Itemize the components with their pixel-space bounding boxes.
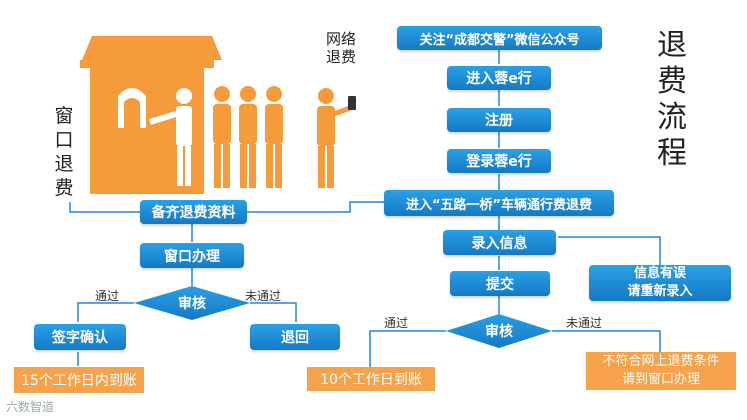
sign-confirm-step: 签字确认 — [34, 324, 126, 350]
counter-pass-label: 通过 — [95, 289, 120, 303]
info-error-line1: 信息有误 — [633, 266, 686, 281]
nonconform-line2: 请到窗口办理 — [621, 372, 700, 387]
online-review-label: 审核 — [485, 324, 513, 340]
submit-step: 提交 — [450, 271, 550, 296]
refund-window-illustration — [80, 36, 356, 194]
prepare-docs-step: 备齐退费资料 — [140, 200, 247, 224]
counter-fail-label: 未通过 — [245, 289, 282, 303]
flowchart-title: 退费流程 — [657, 28, 687, 171]
online-pass-label: 通过 — [384, 316, 409, 330]
nonconform-step: 不符合网上退费条件 请到窗口办理 — [586, 352, 736, 390]
login-step: 登录蓉e行 — [447, 149, 551, 173]
window-refund-label: 窗口退费 — [54, 105, 74, 199]
watermark: 六数智道 — [6, 400, 55, 414]
register-step: 注册 — [447, 108, 551, 132]
online-fail-label: 未通过 — [566, 316, 603, 330]
online-review-diamond: 审核 — [446, 314, 552, 348]
counter-step: 窗口办理 — [140, 243, 244, 268]
info-error-line2: 请重新录入 — [627, 284, 693, 299]
deposit-15-days: 15个工作日内到账 — [14, 367, 144, 393]
enter-refund-step: 进入“五路一桥”车辆通行费退费 — [384, 190, 614, 216]
input-info-step: 录入信息 — [443, 230, 556, 255]
counter-review-diamond: 审核 — [134, 286, 250, 320]
counter-review-label: 审核 — [178, 296, 206, 312]
deposit-10-days: 10个工作日到账 — [307, 367, 435, 391]
enter-app-step: 进入蓉e行 — [447, 66, 551, 90]
return-step: 退回 — [250, 324, 340, 350]
info-error-step: 信息有误 请重新录入 — [589, 265, 731, 301]
online-refund-label: 网络 退费 — [326, 30, 357, 66]
follow-wechat-step: 关注“成都交警”微信公众号 — [397, 26, 602, 50]
nonconform-line1: 不符合网上退费条件 — [602, 354, 720, 369]
